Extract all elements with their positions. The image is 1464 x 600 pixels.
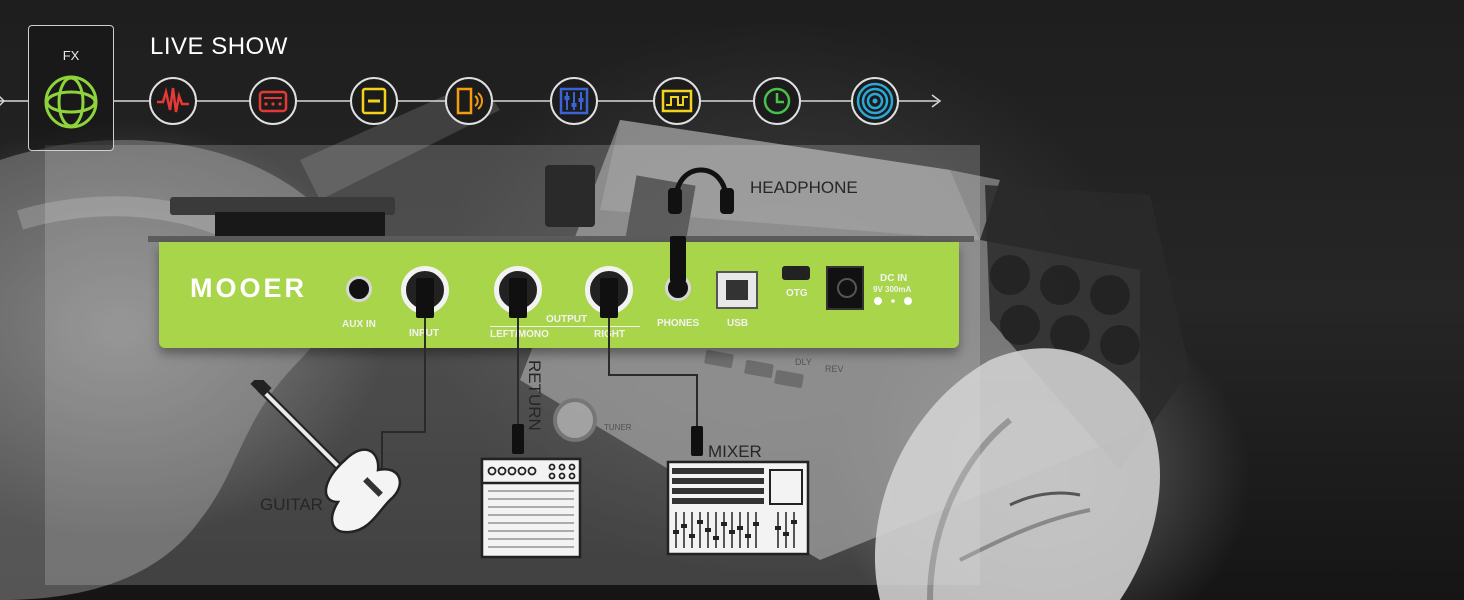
cab-effect-icon[interactable] [349, 76, 399, 126]
dc-in-jack[interactable] [826, 266, 864, 310]
device-dly-label: DLY [795, 357, 812, 367]
cables [381, 236, 703, 488]
guitar-label: GUITAR [260, 495, 323, 514]
overdrive-effect-icon[interactable] [148, 76, 198, 126]
page-title: LIVE SHOW [150, 33, 288, 60]
amplifier-icon [480, 457, 582, 559]
usb-port[interactable] [716, 271, 758, 309]
phones-label: PHONES [657, 318, 700, 329]
left-mono-label: LEFT/MONO [490, 329, 549, 340]
fx-box[interactable]: FX [28, 25, 114, 151]
return-label: RETURN [525, 360, 544, 431]
dc-polarity-icon [874, 297, 912, 305]
reverb-spiral-icon[interactable] [850, 76, 900, 126]
dc-in-label: DC IN [880, 273, 908, 284]
headphone-label: HEADPHONE [750, 178, 858, 197]
noise-gate-effect-icon[interactable] [444, 76, 494, 126]
fx-globe-icon [44, 75, 98, 129]
delay-clock-icon[interactable] [752, 76, 802, 126]
mixer-console-icon [666, 460, 810, 556]
output-label: OUTPUT [546, 314, 588, 325]
dc-spec-label: 9V 300mA [873, 285, 912, 294]
aux-in-label: AUX IN [342, 319, 376, 330]
eq-effect-icon[interactable] [549, 76, 599, 126]
svg-text:MOOER: MOOER [190, 274, 307, 303]
otg-port[interactable] [782, 266, 810, 280]
fx-label: FX [62, 48, 80, 63]
pedal-top [148, 165, 974, 242]
pedal-back-panel [159, 242, 959, 348]
otg-label: OTG [786, 288, 808, 299]
guitar-icon [250, 380, 402, 534]
aux-in-jack[interactable] [346, 276, 372, 302]
headphone-icon [668, 167, 734, 214]
output-divider [490, 326, 640, 327]
usb-label: USB [727, 318, 749, 329]
amp-effect-icon[interactable] [248, 76, 298, 126]
device-rev-label: REV [825, 364, 844, 374]
mooer-logo: MOOER [190, 274, 307, 303]
mixer-label: MIXER [708, 442, 762, 461]
modulation-effect-icon[interactable] [652, 76, 702, 126]
device-tuner-label: TUNER [604, 423, 632, 432]
